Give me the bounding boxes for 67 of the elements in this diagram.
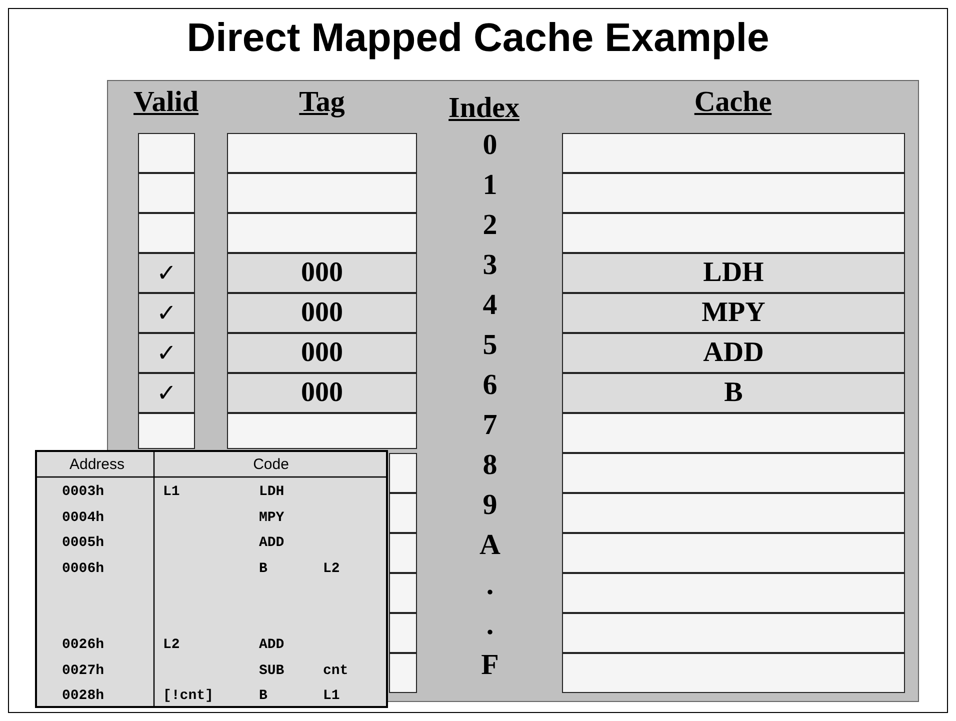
index-value: . xyxy=(486,609,494,641)
code-text: SUB xyxy=(259,662,284,680)
column-header: Cache xyxy=(694,86,772,119)
address-value: 0027h xyxy=(62,662,104,680)
address-value: 0028h xyxy=(62,687,104,705)
address-value: 0005h xyxy=(62,534,104,552)
empty-cell xyxy=(562,533,905,573)
table-header: Address xyxy=(69,456,125,474)
empty-cell xyxy=(562,413,905,453)
valid-cell: ✓ xyxy=(138,333,195,373)
index-value: . xyxy=(486,569,494,601)
index-value: A xyxy=(480,529,500,561)
index-value: 0 xyxy=(482,129,498,161)
tag-cell: 000 xyxy=(227,293,417,333)
empty-cell xyxy=(227,413,417,449)
code-text: [!cnt] xyxy=(163,687,214,705)
index-value: 2 xyxy=(482,209,498,241)
valid-cell: ✓ xyxy=(138,293,195,333)
empty-cell xyxy=(562,653,905,693)
tag-cell: 000 xyxy=(227,333,417,373)
valid-cell: ✓ xyxy=(138,253,195,293)
empty-cell xyxy=(562,573,905,613)
index-value: 8 xyxy=(482,449,498,481)
empty-cell xyxy=(227,173,417,213)
code-text: B xyxy=(259,687,268,705)
code-text: cnt xyxy=(323,662,348,680)
code-text: ADD xyxy=(259,636,284,654)
empty-cell xyxy=(562,613,905,653)
table-header: Code xyxy=(253,456,289,474)
index-value: F xyxy=(481,649,499,681)
tag-cell: 000 xyxy=(227,373,417,413)
tag-cell: 000 xyxy=(227,253,417,293)
column-header: Tag xyxy=(299,86,345,119)
empty-cell xyxy=(562,213,905,253)
address-value: 0006h xyxy=(62,560,104,578)
empty-cell xyxy=(138,173,195,213)
code-text: ADD xyxy=(259,534,284,552)
index-value: 1 xyxy=(482,169,498,201)
code-text: MPY xyxy=(259,508,284,526)
empty-cell xyxy=(227,133,417,173)
code-text: B xyxy=(259,560,268,578)
title: Direct Mapped Cache Example xyxy=(186,16,770,61)
empty-cell xyxy=(562,173,905,213)
empty-cell xyxy=(562,493,905,533)
code-text: L2 xyxy=(323,560,340,578)
address-value: 0004h xyxy=(62,508,104,526)
index-value: 7 xyxy=(482,409,498,441)
column-header: Index xyxy=(448,92,520,125)
empty-cell xyxy=(562,453,905,493)
empty-cell xyxy=(138,413,195,449)
column-header: Valid xyxy=(133,86,199,119)
address-value: 0003h xyxy=(62,483,104,501)
index-value: 5 xyxy=(482,329,498,361)
code-text: L1 xyxy=(323,687,340,705)
code-text: L2 xyxy=(163,636,180,654)
index-value: 4 xyxy=(482,289,498,321)
valid-cell: ✓ xyxy=(138,373,195,413)
code-text: LDH xyxy=(259,483,284,501)
address-value: 0026h xyxy=(62,636,104,654)
empty-cell xyxy=(227,213,417,253)
index-value: 6 xyxy=(482,369,498,401)
empty-cell xyxy=(138,213,195,253)
index-value: 3 xyxy=(482,249,498,281)
code-text: L1 xyxy=(163,483,180,501)
index-value: 9 xyxy=(482,489,498,521)
empty-cell xyxy=(562,133,905,173)
empty-cell xyxy=(138,133,195,173)
